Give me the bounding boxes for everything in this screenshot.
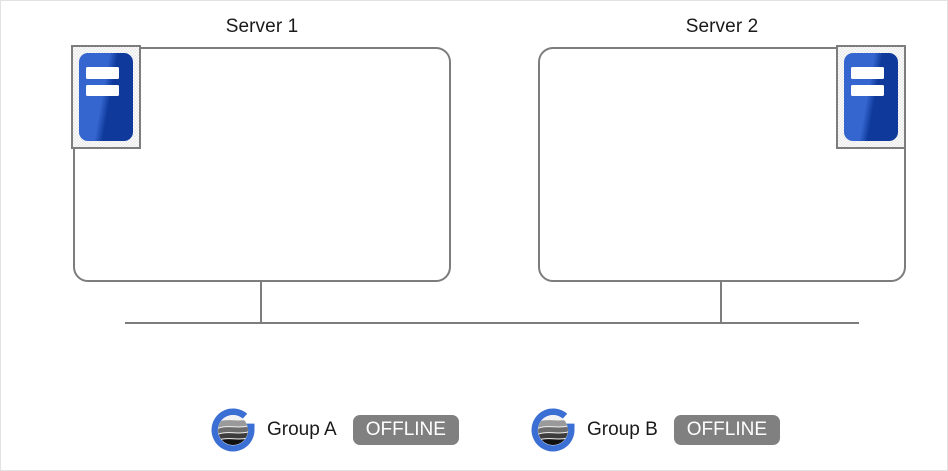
- server-2-network-link: [720, 282, 722, 323]
- cluster-group-globe-icon: [531, 408, 575, 452]
- cluster-group-globe-icon: [211, 408, 255, 452]
- server-icon-bar-top: [851, 67, 885, 79]
- group-label: Group A: [267, 419, 337, 440]
- group-status-row[interactable]: Group A OFFLINE: [209, 404, 459, 456]
- server-2-title: Server 2: [685, 16, 759, 37]
- server-icon: [79, 53, 133, 141]
- server-2-icon-frame[interactable]: [836, 45, 906, 149]
- status-badge: OFFLINE: [673, 415, 780, 445]
- group-label: Group B: [587, 419, 658, 440]
- server-1-icon-frame[interactable]: [71, 45, 141, 149]
- network-bus-line: [125, 322, 859, 324]
- server-icon-bar-bottom: [851, 84, 885, 97]
- group-status-row[interactable]: Group B OFFLINE: [529, 404, 780, 456]
- server-icon-bar-bottom: [86, 84, 120, 97]
- server-icon: [844, 53, 898, 141]
- status-badge: OFFLINE: [352, 415, 459, 445]
- server-1-title: Server 1: [225, 16, 299, 37]
- server-icon-bar-top: [86, 67, 120, 79]
- server-1-network-link: [260, 282, 262, 323]
